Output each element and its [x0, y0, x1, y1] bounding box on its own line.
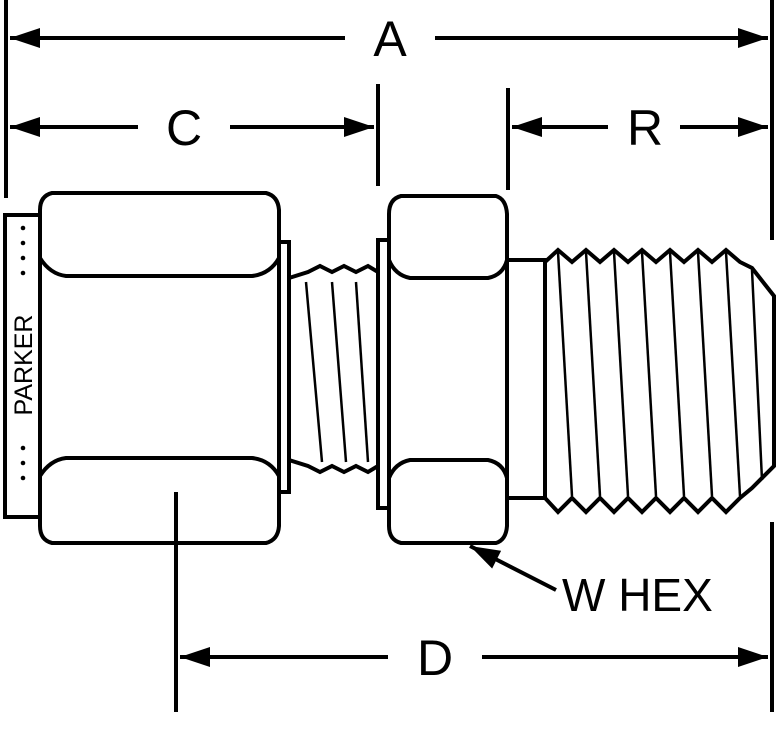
- collar-dots-top: [20, 225, 26, 276]
- thread-neck: [505, 258, 547, 500]
- dimension-r-label: R: [627, 100, 663, 156]
- dimension-a-label: A: [373, 11, 407, 67]
- collar-dots-bottom: [20, 445, 26, 481]
- hex-callout: W HEX: [469, 544, 713, 621]
- pipe-thread: [543, 247, 776, 515]
- tube-nut-hex: [38, 191, 281, 545]
- body-hex: [387, 194, 509, 545]
- brand-marking: PARKER: [10, 315, 38, 416]
- dimension-a: A: [4, 0, 774, 240]
- dimension-c-label: C: [166, 100, 202, 156]
- hex-callout-label: W HEX: [562, 569, 713, 621]
- dimension-d-label: D: [417, 630, 453, 686]
- dimension-c: C: [10, 84, 380, 186]
- fitting-body: PARKER BSP: [3, 191, 776, 545]
- hex-leader-arrow: [469, 544, 557, 592]
- dimension-r: R: [506, 88, 768, 190]
- middle-thread: [287, 263, 380, 475]
- dimension-d: D: [174, 492, 774, 712]
